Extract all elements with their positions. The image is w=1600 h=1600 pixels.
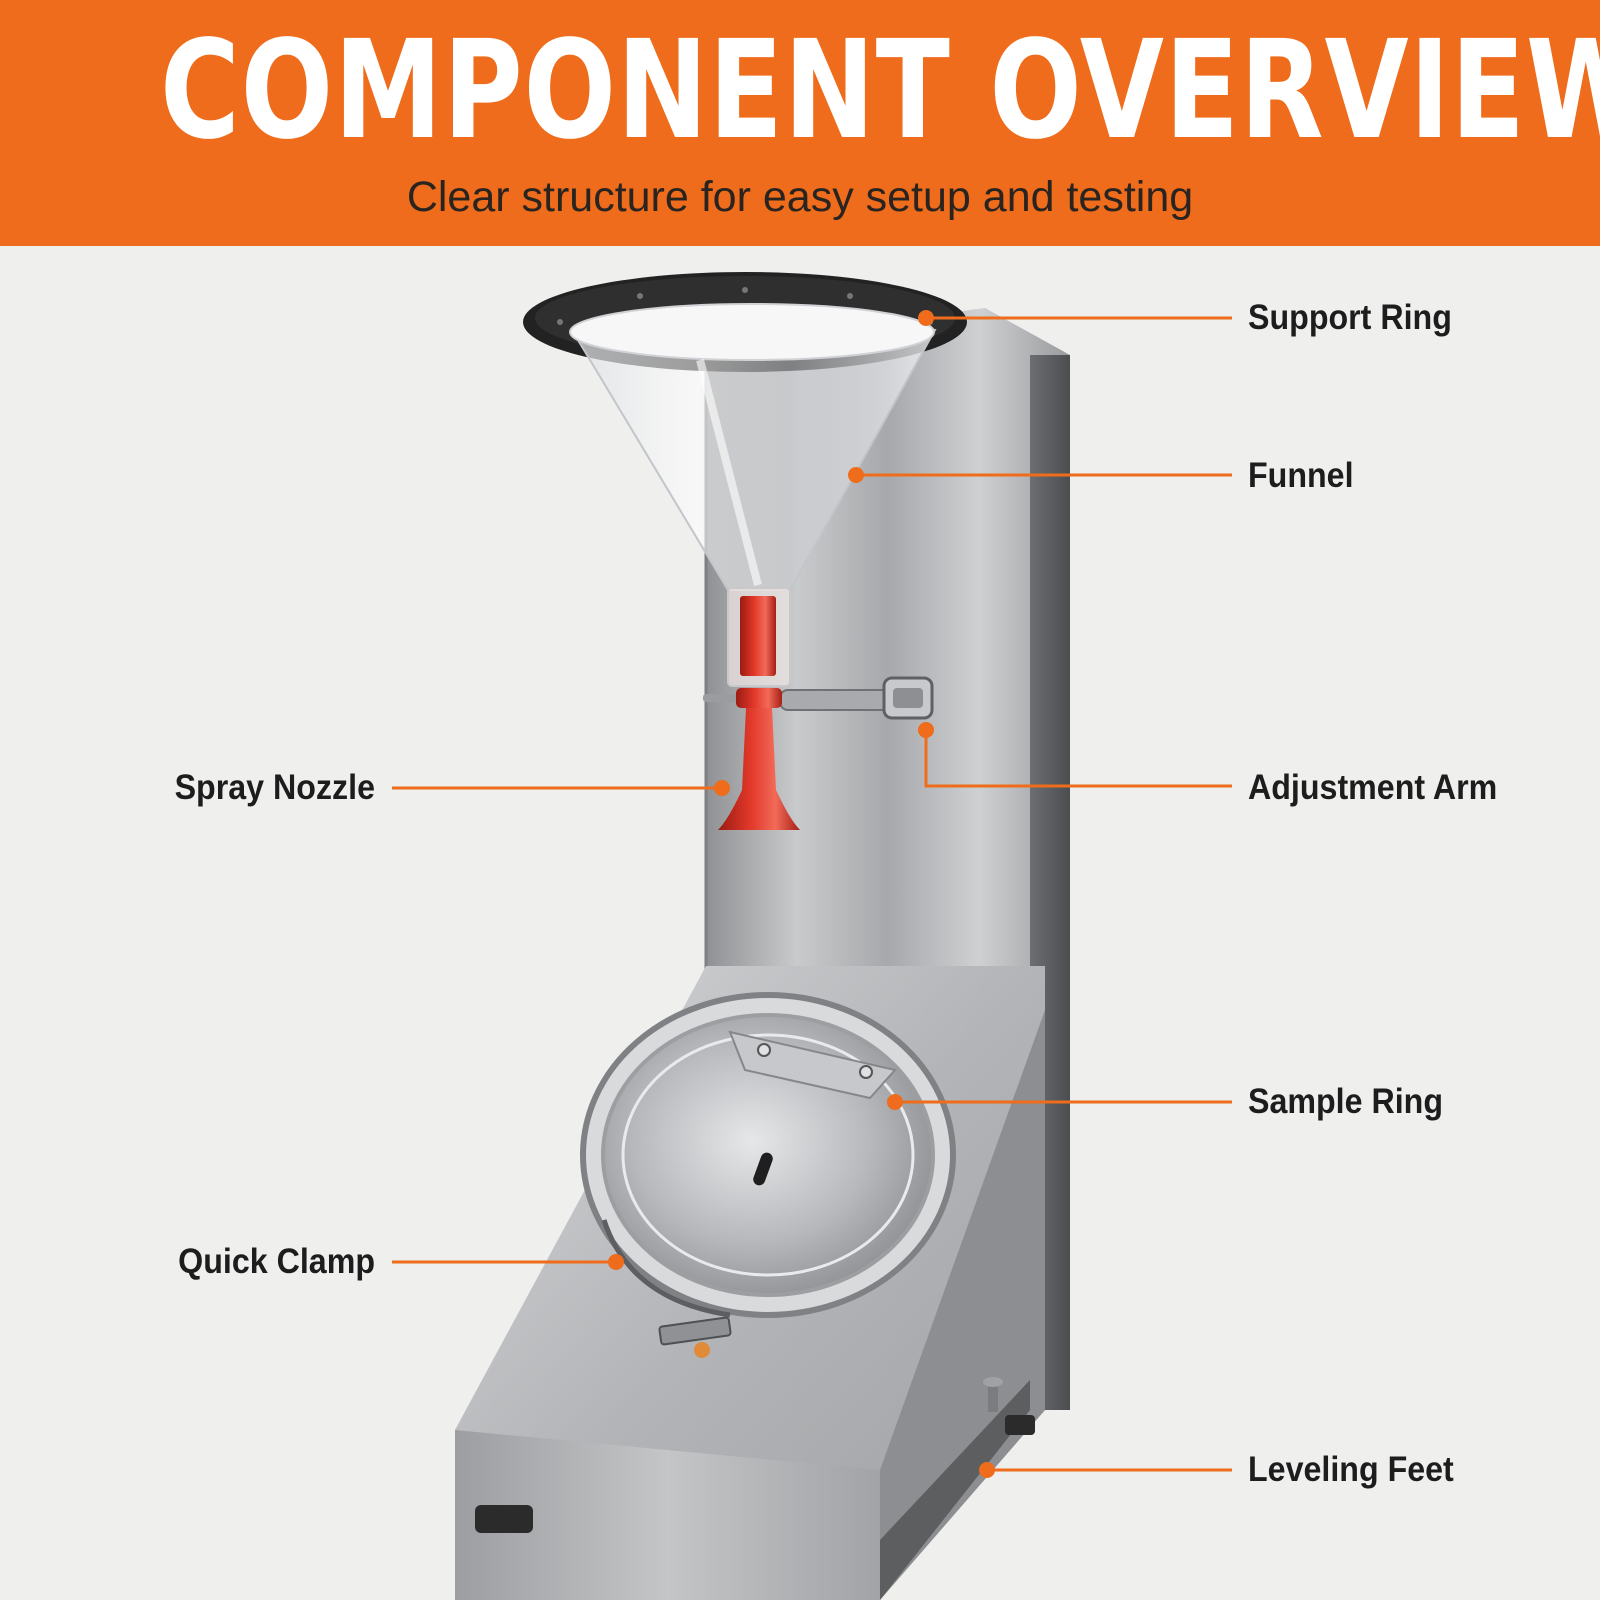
funnel [569, 303, 937, 591]
page-subtitle: Clear structure for easy setup and testi… [406, 173, 1194, 221]
callout-lines [392, 316, 1232, 1472]
page-title: COMPONENT OVERVIEW [160, 12, 1600, 170]
spray-nozzle [718, 688, 800, 830]
label-quick-clamp: Quick Clamp [178, 1242, 375, 1281]
label-funnel: Funnel [1248, 456, 1354, 495]
quick-clamp [601, 1219, 732, 1358]
label-support-ring: Support Ring [1248, 298, 1452, 337]
callout-dots [608, 310, 995, 1478]
funnel-stem [727, 587, 791, 687]
label-sample-ring: Sample Ring [1248, 1082, 1444, 1121]
sample-ring [580, 992, 956, 1318]
label-adjustment-arm: Adjustment Arm [1248, 768, 1498, 807]
leveling-feet [475, 1377, 1035, 1533]
label-spray-nozzle: Spray Nozzle [174, 768, 375, 807]
header-banner: COMPONENT OVERVIEW Clear structure for e… [0, 0, 1600, 246]
label-leveling-feet: Leveling Feet [1248, 1450, 1454, 1489]
